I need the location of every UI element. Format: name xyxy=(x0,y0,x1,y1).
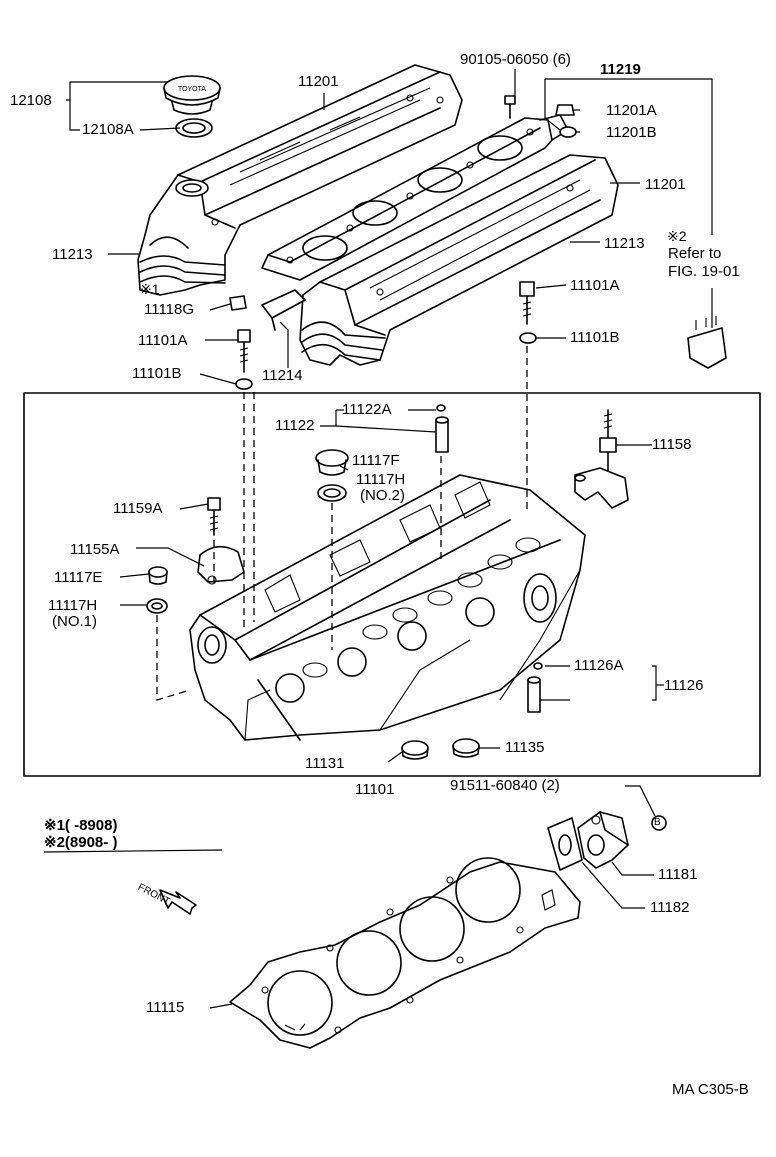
bolt-11159A xyxy=(207,497,221,536)
note-no1: (NO.1) xyxy=(52,613,97,630)
part-label-11115: 11115 xyxy=(146,999,185,1016)
part-label-11201-top: 11201 xyxy=(298,73,339,90)
part-label-11126: 11126 xyxy=(664,677,704,694)
pin-11122A xyxy=(436,404,446,412)
part-label-11101A-left: 11101A xyxy=(138,332,188,349)
legend-star2: ※2(8908- ) xyxy=(44,834,118,851)
seal-11131 xyxy=(401,740,429,760)
part-label-11101B-right: 11101B xyxy=(570,329,620,346)
part-label-11117H-left: 11117H xyxy=(48,597,98,614)
part-label-11131: 11131 xyxy=(305,755,345,772)
part-label-11213-left: 11213 xyxy=(52,246,93,263)
bolt-90105 xyxy=(504,95,516,119)
cap-brand-text: TOYOTA xyxy=(178,86,206,93)
front-arrow xyxy=(159,889,197,915)
note-star2: ※2 xyxy=(667,228,687,244)
grommet-11118G xyxy=(229,295,247,311)
bolt-11101A-left xyxy=(237,329,251,373)
nut-11201A xyxy=(555,104,575,116)
bolt-11101A-right xyxy=(519,281,535,325)
part-label-11101: 11101 xyxy=(355,781,395,798)
part-label-11201-right: 11201 xyxy=(645,176,686,193)
part-label-11213-right: 11213 xyxy=(604,235,645,252)
part-label-11201A: 11201A xyxy=(606,102,657,119)
part-label-11219: 11219 xyxy=(600,61,641,78)
bracket-11214 xyxy=(261,289,306,331)
seal-11117H-no1 xyxy=(146,598,168,614)
head-cover-left xyxy=(137,64,463,296)
part-label-11155A: 11155A xyxy=(70,541,120,558)
alignment-lines xyxy=(156,346,528,701)
part-label-11158: 11158 xyxy=(652,436,692,453)
part-label-11126A: 11126A xyxy=(574,657,624,674)
bearing-cap-11155A xyxy=(197,545,245,585)
part-label-11117E: 11117E xyxy=(54,569,103,586)
part-label-11201B: 11201B xyxy=(606,124,657,141)
part-label-11122: 11122 xyxy=(275,417,315,434)
bearing-cap-11158 xyxy=(574,467,629,509)
plug-11117E xyxy=(148,566,168,585)
figure-code: MA C305-B xyxy=(672,1081,749,1098)
part-label-11159A: 11159A xyxy=(113,500,163,517)
refer-to-text: Refer to xyxy=(668,245,722,262)
head-cover-right xyxy=(299,154,619,366)
connector-fig19 xyxy=(687,316,727,369)
part-label-11135: 11135 xyxy=(505,739,545,756)
callout-circle-b xyxy=(651,815,667,831)
oil-filler-cap: TOYOTA xyxy=(163,75,221,115)
stud-11158 xyxy=(599,409,617,479)
part-label-11182: 11182 xyxy=(650,899,690,916)
note-star1: ※1 xyxy=(140,281,160,297)
plug-11117F xyxy=(315,449,349,476)
gasket-11182 xyxy=(547,817,583,871)
part-label-12108A: 12108A xyxy=(82,121,134,138)
part-label-11118G: 11118G xyxy=(144,301,195,318)
seal-11135 xyxy=(452,738,480,758)
part-label-11101B-left: 11101B xyxy=(132,365,182,382)
cylinder-head xyxy=(189,474,586,741)
guide-11126 xyxy=(527,662,543,713)
guide-11122 xyxy=(435,416,449,453)
legend-star1: ※1( -8908) xyxy=(44,817,118,834)
part-label-11117H-mid: 11117H xyxy=(356,471,406,488)
callout-letter-b: B xyxy=(654,817,661,828)
leader-lines xyxy=(43,69,713,1009)
washer-11101B-right xyxy=(519,332,537,344)
water-outlet-11181 xyxy=(577,811,629,869)
center-plate xyxy=(261,114,569,281)
part-label-90105: 90105-06050 (6) xyxy=(460,51,571,68)
subassembly-frame xyxy=(23,392,761,777)
head-gasket-11115 xyxy=(229,857,581,1049)
part-label-11122A: 11122A xyxy=(342,401,392,418)
part-label-11101A-right: 11101A xyxy=(570,277,620,294)
part-label-91511: 91511-60840 (2) xyxy=(450,777,560,794)
figure-reference: FIG. 19-01 xyxy=(668,263,740,280)
note-no2: (NO.2) xyxy=(360,487,405,504)
part-label-11214: 11214 xyxy=(262,367,303,384)
part-label-11181: 11181 xyxy=(658,866,698,883)
seal-11117H-no2 xyxy=(317,484,347,502)
cap-gasket xyxy=(175,118,213,138)
washer-11201B xyxy=(559,126,577,138)
part-label-12108: 12108 xyxy=(10,92,52,109)
part-label-11117F: 11117F xyxy=(352,452,400,469)
washer-11101B-left xyxy=(235,378,253,390)
